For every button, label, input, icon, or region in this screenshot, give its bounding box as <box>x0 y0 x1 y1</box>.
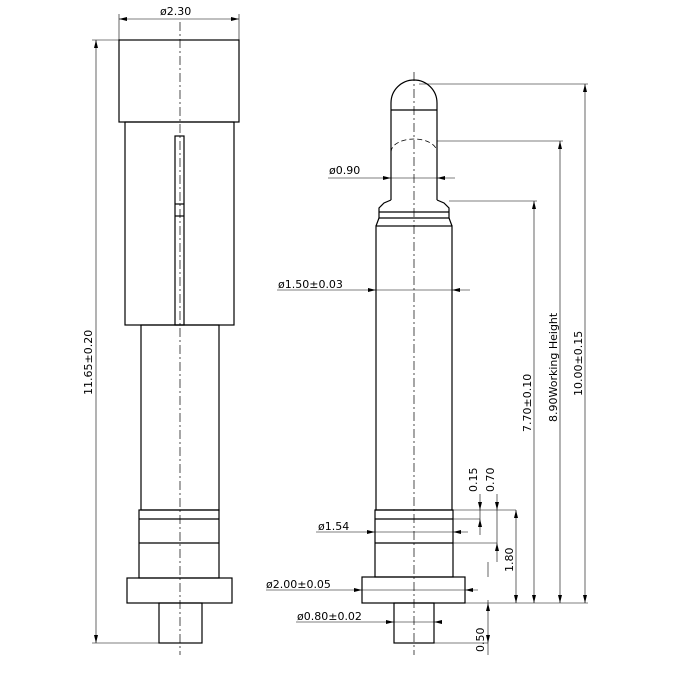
hidden-arc <box>390 138 438 153</box>
tip-diameter-label: ø0.90 <box>329 164 360 177</box>
ring-diameter-label: ø1.54 <box>318 520 349 533</box>
arrow <box>478 519 482 527</box>
arrow <box>231 17 239 21</box>
arrow <box>94 635 98 643</box>
dim-050-label: 0.50 <box>474 628 487 653</box>
arrow <box>386 620 394 624</box>
arrow <box>434 620 442 624</box>
right-view: ø0.90 ø1.50±0.03 ø1.54 ø2.00±0.05 ø0.80±… <box>266 72 588 655</box>
arrow <box>486 635 490 643</box>
plunger-tip <box>390 79 438 200</box>
arrow <box>452 288 460 292</box>
arrow <box>437 176 445 180</box>
arrow <box>119 17 127 21</box>
arrow <box>532 595 536 603</box>
left-flange <box>126 577 233 604</box>
plunger-collar <box>378 199 450 219</box>
barrel-diameter-label: ø1.50±0.03 <box>278 278 343 291</box>
arrow <box>383 176 391 180</box>
arrow <box>495 543 499 551</box>
arrow <box>486 603 490 611</box>
total-length-label: 11.65±0.20 <box>82 330 95 395</box>
dim-070-label: 0.70 <box>484 468 497 493</box>
arrow <box>495 502 499 510</box>
left-slot <box>174 135 185 326</box>
arrow <box>453 530 461 534</box>
left-head <box>118 39 240 123</box>
arrow <box>354 588 362 592</box>
left-ring-block <box>138 509 220 579</box>
left-view: ø2.30 11.65±0.20 <box>82 5 240 655</box>
tail <box>393 602 435 644</box>
arrow <box>368 288 376 292</box>
arrow <box>558 141 562 149</box>
arrow <box>583 595 587 603</box>
arrow <box>478 502 482 510</box>
arrow <box>514 510 518 518</box>
arrow <box>558 595 562 603</box>
dim-015-label: 0.15 <box>467 468 480 493</box>
flange-diameter-label: ø2.00±0.05 <box>266 578 331 591</box>
barrel-chamfer <box>375 217 453 227</box>
left-tail <box>158 602 203 644</box>
arrow <box>94 40 98 48</box>
arrow <box>583 84 587 92</box>
arrow <box>532 201 536 209</box>
arrow <box>367 530 375 534</box>
free-height-label: 10.00±0.15 <box>572 331 585 396</box>
head-diameter-label: ø2.30 <box>160 5 191 18</box>
arrow <box>514 595 518 603</box>
dim-180-label: 1.80 <box>503 548 516 573</box>
arrow <box>465 588 473 592</box>
tail-diameter-label: ø0.80±0.02 <box>297 610 362 623</box>
barrel-length-label: 7.70±0.10 <box>521 374 534 432</box>
working-height-label: 8.90Working Height <box>547 312 560 422</box>
left-body <box>124 121 235 326</box>
